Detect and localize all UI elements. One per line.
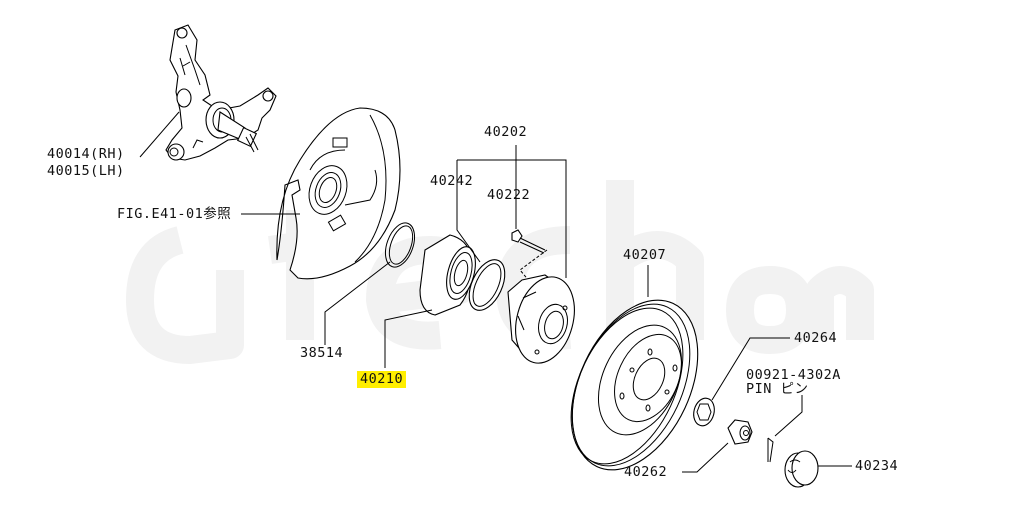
grease-seal-part <box>468 259 506 311</box>
leader-nut <box>682 442 729 473</box>
label-brake-rotor[interactable]: 40207 <box>623 247 667 263</box>
label-fig-reference[interactable]: FIG.E41-01参照 <box>117 206 232 222</box>
label-cotter-pin-name: PIN ピン <box>746 381 809 397</box>
label-lock-washer[interactable]: 40264 <box>794 330 838 346</box>
label-grease-seal[interactable]: 40242 <box>430 173 474 189</box>
wheel-bearing-part <box>419 234 476 316</box>
lock-washer-part <box>693 397 715 427</box>
label-knuckle-lh[interactable]: 40015(LH) <box>47 163 125 179</box>
brake-rotor-part <box>570 299 699 471</box>
hub-assembly-part <box>507 274 575 364</box>
label-hub-bolt[interactable]: 40222 <box>487 187 531 203</box>
label-knuckle-rh[interactable]: 40014(RH) <box>47 146 125 162</box>
snap-ring-part <box>384 222 416 268</box>
leader-knuckle <box>139 111 180 158</box>
label-wheel-bearing-highlighted[interactable]: 40210 <box>357 371 407 388</box>
knuckle-part <box>165 24 277 161</box>
label-cotter-pin-code[interactable]: 00921-4302A <box>746 367 841 383</box>
dust-shield-part <box>276 107 401 280</box>
leader-bearing <box>384 309 433 368</box>
leader-pin <box>774 395 803 437</box>
hub-bolt-part <box>511 229 546 254</box>
leader-washer <box>711 337 790 401</box>
label-snap-ring[interactable]: 38514 <box>300 345 344 361</box>
hub-nut-part <box>727 419 753 445</box>
label-hub-cap[interactable]: 40234 <box>855 458 899 474</box>
leader-snap-ring <box>324 261 391 345</box>
leader-seal <box>456 160 481 263</box>
cotter-pin-part <box>767 437 774 463</box>
hub-cap-part <box>784 450 819 488</box>
label-hub-nut[interactable]: 40262 <box>624 464 668 480</box>
leader-hub-assembly <box>457 145 567 278</box>
label-hub-assembly[interactable]: 40202 <box>484 124 528 140</box>
